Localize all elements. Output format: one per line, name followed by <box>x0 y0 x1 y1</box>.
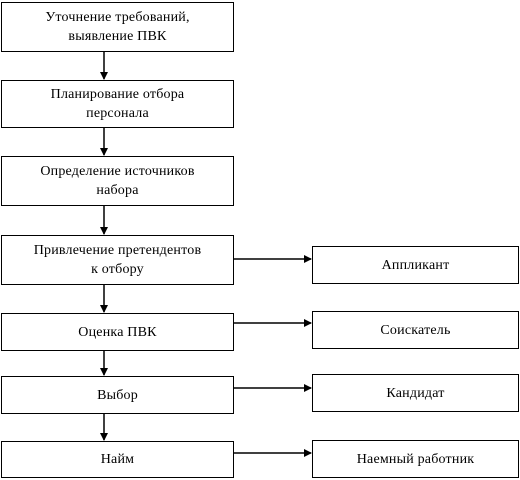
step-label: Оценка ПВК <box>78 323 156 342</box>
step-label: Планирование отбора персонала <box>51 85 185 123</box>
status-label: Аппликант <box>381 257 450 273</box>
step-label-line1: Найм <box>100 452 135 467</box>
status-label: Наемный работник <box>356 451 475 467</box>
step-selection-planning: Планирование отбора персонала <box>1 80 234 128</box>
step-label-line2: персонала <box>86 106 149 121</box>
step-label-line1: Планирование отбора <box>50 87 185 102</box>
step-assessment: Оценка ПВК <box>1 313 234 351</box>
step-label-line2: выявление ПВК <box>68 29 167 44</box>
step-label: Найм <box>101 450 134 469</box>
step-sourcing-definition: Определение источников набора <box>1 156 234 206</box>
status-hired-employee: Наемный работник <box>312 440 519 478</box>
status-label: Соискатель <box>380 322 451 338</box>
step-label: Определение источников набора <box>40 162 194 200</box>
status-applicant: Аппликант <box>312 246 519 284</box>
step-label: Привлечение претендентов к отбору <box>34 241 202 279</box>
step-label-line2: к отбору <box>91 262 144 277</box>
step-label-line1: Уточнение требований, <box>45 10 190 25</box>
step-label-line2: набора <box>96 183 139 198</box>
status-job-seeker: Соискатель <box>312 311 519 349</box>
step-label-line1: Привлечение претендентов <box>33 243 202 258</box>
step-label-line1: Оценка ПВК <box>78 324 157 340</box>
step-label-line1: Определение источников <box>40 164 195 179</box>
step-label-line1: Выбор <box>97 387 138 403</box>
step-label: Выбор <box>97 386 138 405</box>
step-candidate-attraction: Привлечение претендентов к отбору <box>1 235 234 285</box>
step-hiring: Найм <box>1 441 234 478</box>
step-label: Уточнение требований, выявление ПВК <box>45 8 189 46</box>
step-requirements-clarification: Уточнение требований, выявление ПВК <box>1 2 234 52</box>
status-label: Кандидат <box>386 385 445 401</box>
step-choice: Выбор <box>1 376 234 414</box>
status-candidate: Кандидат <box>312 374 519 412</box>
